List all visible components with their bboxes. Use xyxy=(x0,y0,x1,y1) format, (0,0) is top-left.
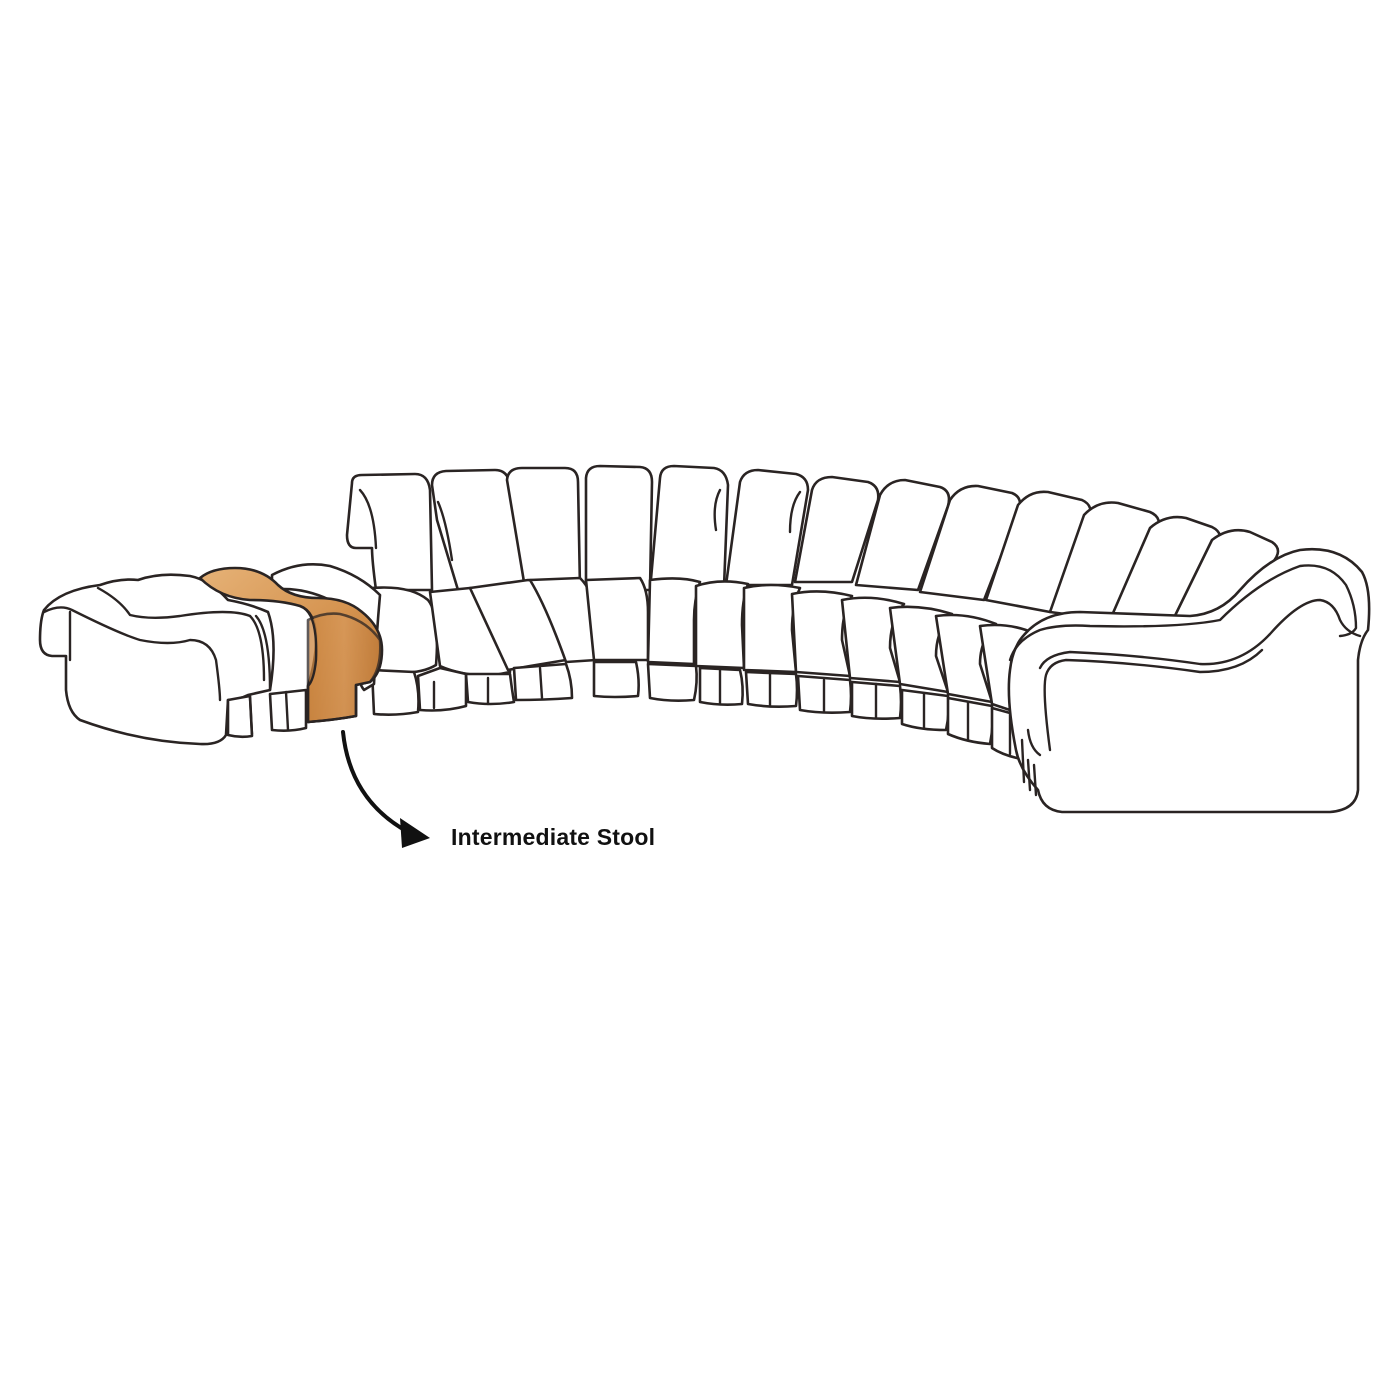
right-end-armchair xyxy=(1007,547,1371,814)
left-end-section xyxy=(38,563,382,746)
intermediate-stool-highlight[interactable] xyxy=(198,566,384,724)
curved-arrow-icon xyxy=(341,730,430,848)
intermediate-stool-label: Intermediate Stool xyxy=(451,824,656,850)
backrest-row xyxy=(345,464,1280,642)
